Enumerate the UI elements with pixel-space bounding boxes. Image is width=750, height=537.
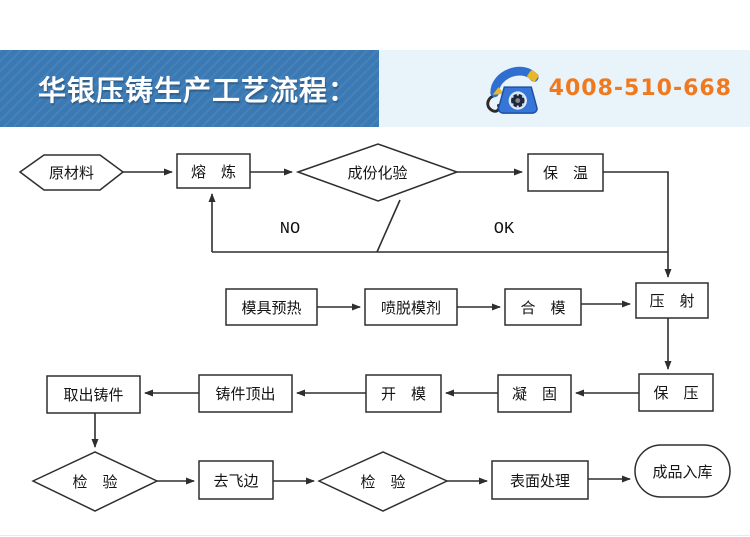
injection-box bbox=[635, 282, 709, 319]
branch-label-ok: OK bbox=[493, 220, 515, 239]
raw-material-hexagon bbox=[18, 154, 125, 191]
spray-release-box bbox=[364, 288, 458, 326]
node-finished-storage: 成品入库 bbox=[652, 463, 713, 481]
pressure-hold-box bbox=[638, 373, 714, 412]
node-spray-release: 喷脱模剂 bbox=[380, 299, 441, 317]
inspection1-diamond bbox=[31, 451, 159, 512]
composition-test-diamond bbox=[295, 143, 460, 202]
node-solidify: 凝 固 bbox=[511, 386, 557, 403]
inspection2-diamond bbox=[317, 451, 449, 512]
node-melting: 熔 炼 bbox=[190, 163, 236, 181]
node-pressure-hold: 保 压 bbox=[653, 385, 699, 402]
holding-box bbox=[527, 153, 604, 192]
finished-storage-stadium bbox=[634, 444, 731, 498]
node-deburring: 去飞边 bbox=[213, 472, 259, 490]
node-composition-test: 成份化验 bbox=[347, 165, 408, 182]
bottom-divider bbox=[0, 535, 750, 536]
node-inspection-1: 检 验 bbox=[72, 474, 118, 491]
node-injection: 压 射 bbox=[649, 293, 695, 310]
mold-preheat-box bbox=[225, 288, 318, 326]
line-holding-injection bbox=[603, 171, 672, 278]
surface-treatment-box bbox=[491, 460, 589, 500]
title-banner: 华银压铸生产工艺流程： bbox=[0, 50, 379, 127]
contact-panel: 4008-510-668 bbox=[379, 50, 750, 127]
branch-label-no: NO bbox=[279, 220, 301, 239]
page-title: 华银压铸生产工艺流程： bbox=[38, 74, 358, 106]
telephone-icon bbox=[485, 66, 539, 114]
mold-close-box bbox=[504, 288, 582, 326]
node-mold-close: 合 模 bbox=[520, 299, 566, 317]
line-test-branch bbox=[376, 199, 401, 253]
node-surface-treatment: 表面处理 bbox=[509, 472, 570, 490]
mold-open-box bbox=[365, 374, 442, 413]
node-inspection-2: 检 验 bbox=[360, 474, 406, 491]
header-banner: 华银压铸生产工艺流程： 4008- bbox=[0, 50, 750, 127]
node-casting-eject: 铸件顶出 bbox=[215, 386, 276, 403]
solidify-box bbox=[497, 374, 572, 413]
node-mold-open: 开 模 bbox=[380, 386, 426, 403]
melting-box bbox=[176, 153, 251, 189]
phone-number: 4008-510-668 bbox=[548, 76, 732, 101]
node-mold-preheat: 模具预热 bbox=[241, 299, 302, 317]
node-raw-material: 原材料 bbox=[48, 165, 94, 182]
take-out-casting-box bbox=[46, 375, 141, 414]
node-take-out-casting: 取出铸件 bbox=[63, 387, 124, 404]
deburring-box bbox=[198, 460, 274, 500]
casting-eject-box bbox=[198, 374, 293, 413]
node-holding: 保 温 bbox=[542, 165, 588, 182]
